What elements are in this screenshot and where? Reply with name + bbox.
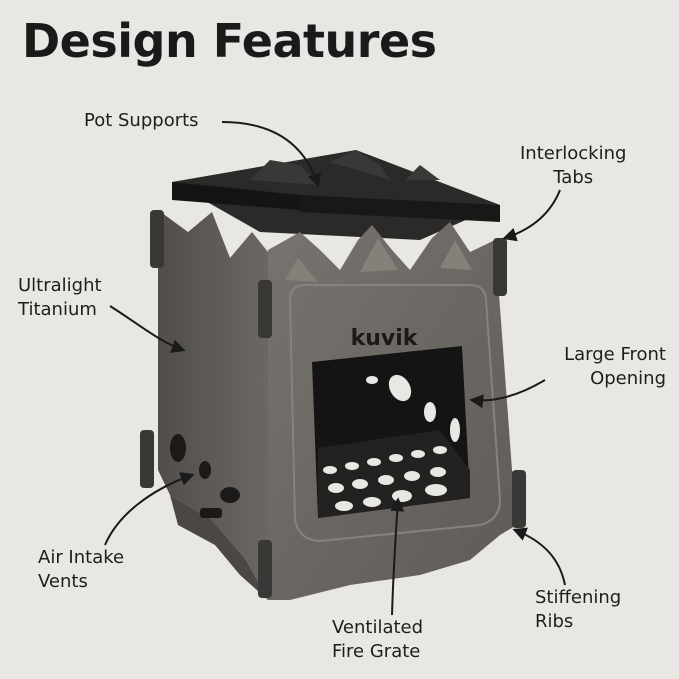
label-air-intake-vents: Air Intake Vents <box>38 547 125 592</box>
back-panels <box>172 150 500 240</box>
left-side-panel <box>158 210 268 600</box>
leader-lines <box>104 121 566 616</box>
page-title: Design Features <box>22 14 437 68</box>
label-ultralight-titanium: Ultralight Titanium <box>18 275 102 320</box>
brand-logo: kuvik <box>351 326 419 351</box>
label-ventilated-fire-grate: Ventilated Fire Grate <box>332 617 424 662</box>
label-large-front-opening: Large Front Opening <box>564 344 666 389</box>
fire-grate-holes <box>323 374 460 511</box>
front-opening <box>312 346 470 518</box>
air-intake-vents <box>170 434 240 518</box>
label-interlocking-tabs: Interlocking Tabs <box>520 143 627 188</box>
label-stiffening-ribs: Stiffening Ribs <box>535 587 622 632</box>
label-pot-supports: Pot Supports <box>84 110 199 131</box>
interlocking-tabs <box>140 210 526 598</box>
